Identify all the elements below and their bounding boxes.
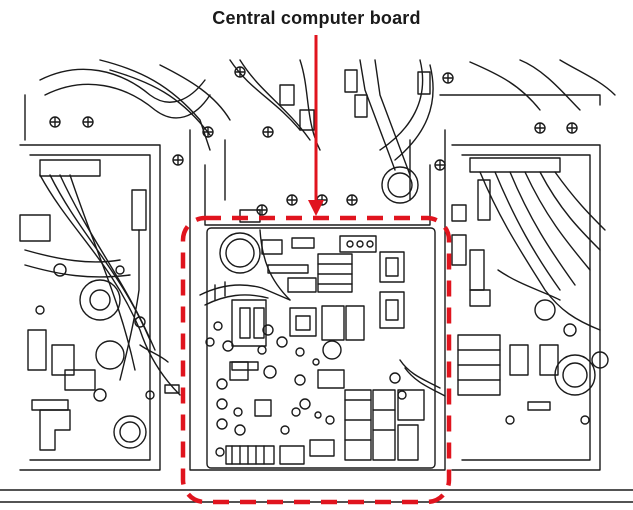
screws-top xyxy=(49,66,578,216)
left-board xyxy=(19,144,181,471)
harness-connectors xyxy=(239,69,431,223)
bottom-rail xyxy=(0,489,633,503)
callout-label: Central computer board xyxy=(212,8,421,28)
callout-arrow xyxy=(308,35,324,216)
center-chassis xyxy=(189,129,446,471)
dashed-highlight-box xyxy=(180,215,452,505)
central-computer-board xyxy=(199,227,446,469)
right-board xyxy=(451,144,609,471)
top-cable-harness xyxy=(24,59,616,176)
cable-clamp xyxy=(381,166,419,204)
